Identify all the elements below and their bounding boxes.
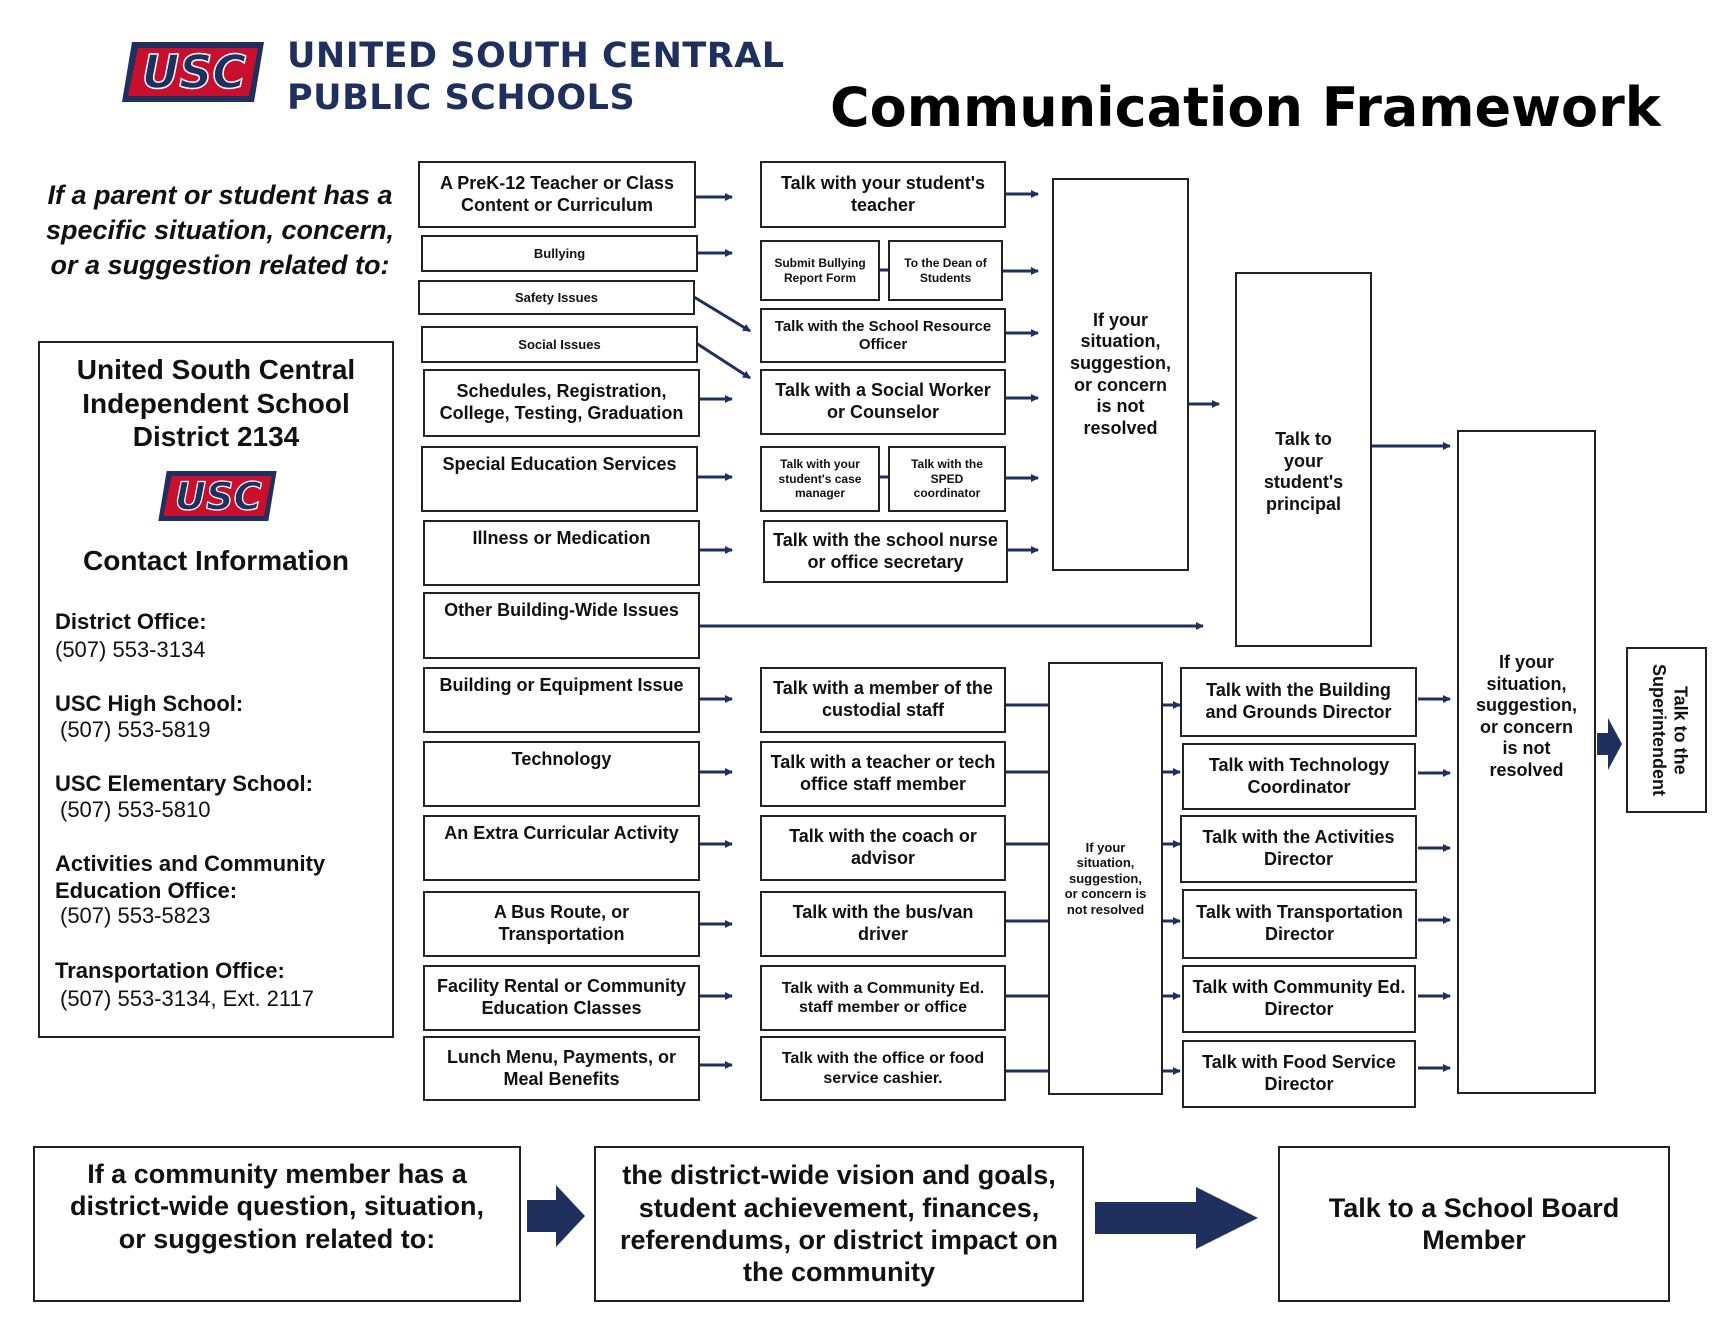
topic-social: Social Issues <box>421 326 698 363</box>
activities-phone: (507) 553-5823 <box>60 903 211 928</box>
topic-lunch: Lunch Menu, Payments, or Meal Benefits <box>423 1036 700 1101</box>
director-food-service: Talk with Food Service Director <box>1182 1040 1416 1108</box>
usc-logo: USC <box>118 30 268 114</box>
district-office-phone: (507) 553-3134 <box>55 637 206 662</box>
intro-text: If a parent or student has a specific si… <box>30 178 410 283</box>
contact-heading-3: District 2134 <box>132 421 300 453</box>
transportation-phone: (507) 553-3134, Ext. 2117 <box>60 986 314 1011</box>
step-teacher: Talk with your student's teacher <box>760 161 1006 228</box>
step-tech-staff: Talk with a teacher or tech office staff… <box>760 741 1006 807</box>
district-office-label: District Office: <box>55 609 207 634</box>
superintendent-label: Talk to the Superintendent <box>1648 663 1691 796</box>
step-dean: To the Dean of Students <box>888 240 1003 301</box>
not-resolved-box-3: If your situation, suggestion, or concer… <box>1457 430 1596 1094</box>
topic-other-building: Other Building-Wide Issues <box>423 592 700 659</box>
community-member-box: If a community member has a district-wid… <box>33 1146 521 1302</box>
contact-heading-1: United South Central <box>76 354 356 385</box>
org-name-line1: UNITED SOUTH CENTRAL <box>287 36 785 76</box>
step-nurse: Talk with the school nurse or office sec… <box>763 520 1008 583</box>
step-social-worker: Talk with a Social Worker or Counselor <box>760 369 1006 435</box>
svg-text:USC: USC <box>175 474 262 519</box>
topic-teacher-curriculum: A PreK-12 Teacher or Class Content or Cu… <box>418 161 696 228</box>
topic-facility-rental: Facility Rental or Community Education C… <box>423 965 700 1031</box>
intro-line3: or a suggestion related to: <box>50 250 390 281</box>
elementary-phone: (507) 553-5810 <box>60 797 211 822</box>
not-resolved-box-2: If your situation, suggestion, or concer… <box>1048 662 1163 1095</box>
contact-subheading: Contact Information <box>83 545 349 576</box>
topic-bus-route: A Bus Route, or Transportation <box>423 891 700 957</box>
topic-safety: Safety Issues <box>418 280 695 315</box>
contact-logo: USC <box>155 461 280 531</box>
high-school-label: USC High School: <box>55 691 244 716</box>
superintendent-box: Talk to the Superintendent <box>1626 647 1707 813</box>
high-school-phone: (507) 553-5819 <box>60 717 211 742</box>
page-title: Communication Framework <box>830 76 1661 139</box>
step-sro: Talk with the School Resource Officer <box>760 308 1006 363</box>
step-coach: Talk with the coach or advisor <box>760 815 1006 881</box>
contact-panel: United South Central Independent School … <box>38 341 394 1038</box>
director-transportation: Talk with Transportation Director <box>1182 889 1417 959</box>
topic-bullying: Bullying <box>421 235 698 272</box>
topic-extracurricular: An Extra Curricular Activity <box>423 815 700 881</box>
director-building-grounds: Talk with the Building and Grounds Direc… <box>1180 667 1417 737</box>
school-board-box: Talk to a School Board Member <box>1278 1146 1670 1302</box>
org-name-line2: PUBLIC SCHOOLS <box>287 78 636 118</box>
principal-box: Talk to your student's principal <box>1235 272 1372 647</box>
contact-heading-2: Independent School <box>82 387 350 419</box>
step-case-manager: Talk with your student's case manager <box>760 446 880 512</box>
step-sped: Talk with the SPED coordinator <box>888 446 1006 512</box>
topic-schedules: Schedules, Registration, College, Testin… <box>423 369 700 437</box>
topic-technology: Technology <box>423 741 700 807</box>
activities-label-2: Education Office: <box>55 878 238 903</box>
activities-label: Activities and Community <box>55 851 326 876</box>
district-topics-box: the district-wide vision and goals, stud… <box>594 1146 1084 1302</box>
not-resolved-box-1: If your situation, suggestion, or concer… <box>1052 178 1189 571</box>
elementary-label: USC Elementary School: <box>55 771 313 796</box>
logo-letters: USC <box>142 45 246 99</box>
step-bully-form: Submit Bullying Report Form <box>760 240 880 301</box>
step-comm-ed-staff: Talk with a Community Ed. staff member o… <box>760 965 1006 1031</box>
transportation-label: Transportation Office: <box>55 958 285 983</box>
topic-equipment: Building or Equipment Issue <box>423 667 700 733</box>
org-name: UNITED SOUTH CENTRAL PUBLIC SCHOOLS <box>287 35 785 119</box>
intro-line1: If a parent or student has a <box>47 180 393 210</box>
step-bus-driver: Talk with the bus/van driver <box>760 891 1006 957</box>
step-custodial: Talk with a member of the custodial staf… <box>760 667 1006 733</box>
topic-illness: Illness or Medication <box>423 520 700 586</box>
director-activities: Talk with the Activities Director <box>1180 815 1417 883</box>
topic-special-ed: Special Education Services <box>421 446 698 512</box>
director-community-ed: Talk with Community Ed. Director <box>1182 965 1416 1033</box>
step-cashier: Talk with the office or food service cas… <box>760 1036 1006 1101</box>
intro-line2: specific situation, concern, <box>45 215 395 246</box>
director-technology: Talk with Technology Coordinator <box>1182 743 1416 810</box>
